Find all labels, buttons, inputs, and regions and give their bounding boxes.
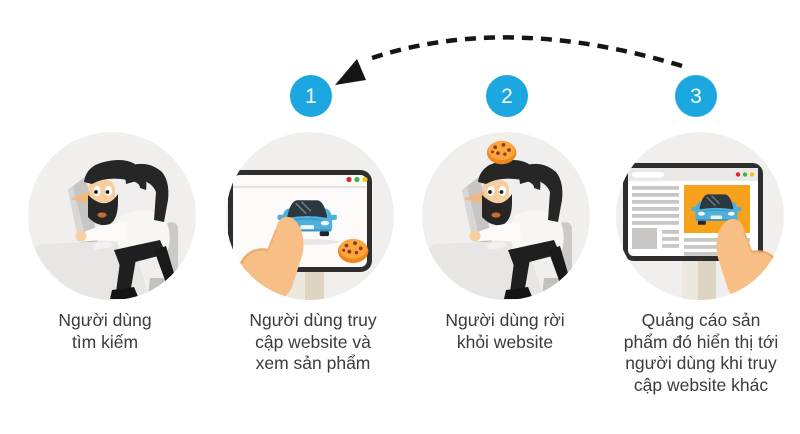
step-badge-3: 3 bbox=[675, 75, 717, 117]
step-number: 3 bbox=[690, 84, 702, 108]
figure-user-visits-website bbox=[226, 132, 394, 300]
ad-other-website-illustration bbox=[616, 132, 784, 300]
caption-user-searching: Người dùng tìm kiếm bbox=[10, 310, 200, 353]
caption-line: cập website khác bbox=[633, 374, 769, 395]
step-number: 2 bbox=[501, 84, 513, 108]
step-number: 1 bbox=[305, 84, 317, 108]
caption-user-leaves-website: Người dùng rời khỏi website bbox=[410, 310, 600, 353]
caption-line: Người dùng rời bbox=[445, 310, 565, 330]
figure-ad-other-website bbox=[616, 132, 784, 300]
caption-line: tìm kiếm bbox=[71, 331, 139, 352]
user-leaves-website-illustration bbox=[422, 132, 590, 300]
caption-line: Quảng cáo sản bbox=[641, 310, 761, 330]
caption-line: cập website và bbox=[255, 331, 371, 352]
user-visits-website-illustration bbox=[226, 132, 394, 300]
caption-line: khỏi website bbox=[456, 331, 554, 352]
step-badge-1: 1 bbox=[290, 75, 332, 117]
caption-line: người dùng khi truy bbox=[625, 353, 777, 373]
caption-line: xem sản phẩm bbox=[255, 353, 371, 373]
caption-line: phẩm đó hiển thị tới bbox=[623, 331, 779, 352]
user-searching-illustration bbox=[28, 132, 196, 300]
step-badge-2: 2 bbox=[486, 75, 528, 117]
caption-ad-other-website: Quảng cáo sản phẩm đó hiển thị tới người… bbox=[601, 310, 800, 396]
figure-user-leaves-website bbox=[422, 132, 590, 300]
caption-line: Người dùng truy bbox=[249, 310, 377, 330]
caption-user-visits-website: Người dùng truy cập website và xem sản p… bbox=[218, 310, 408, 375]
caption-line: Người dùng bbox=[58, 310, 152, 330]
figure-user-searching bbox=[28, 132, 196, 300]
